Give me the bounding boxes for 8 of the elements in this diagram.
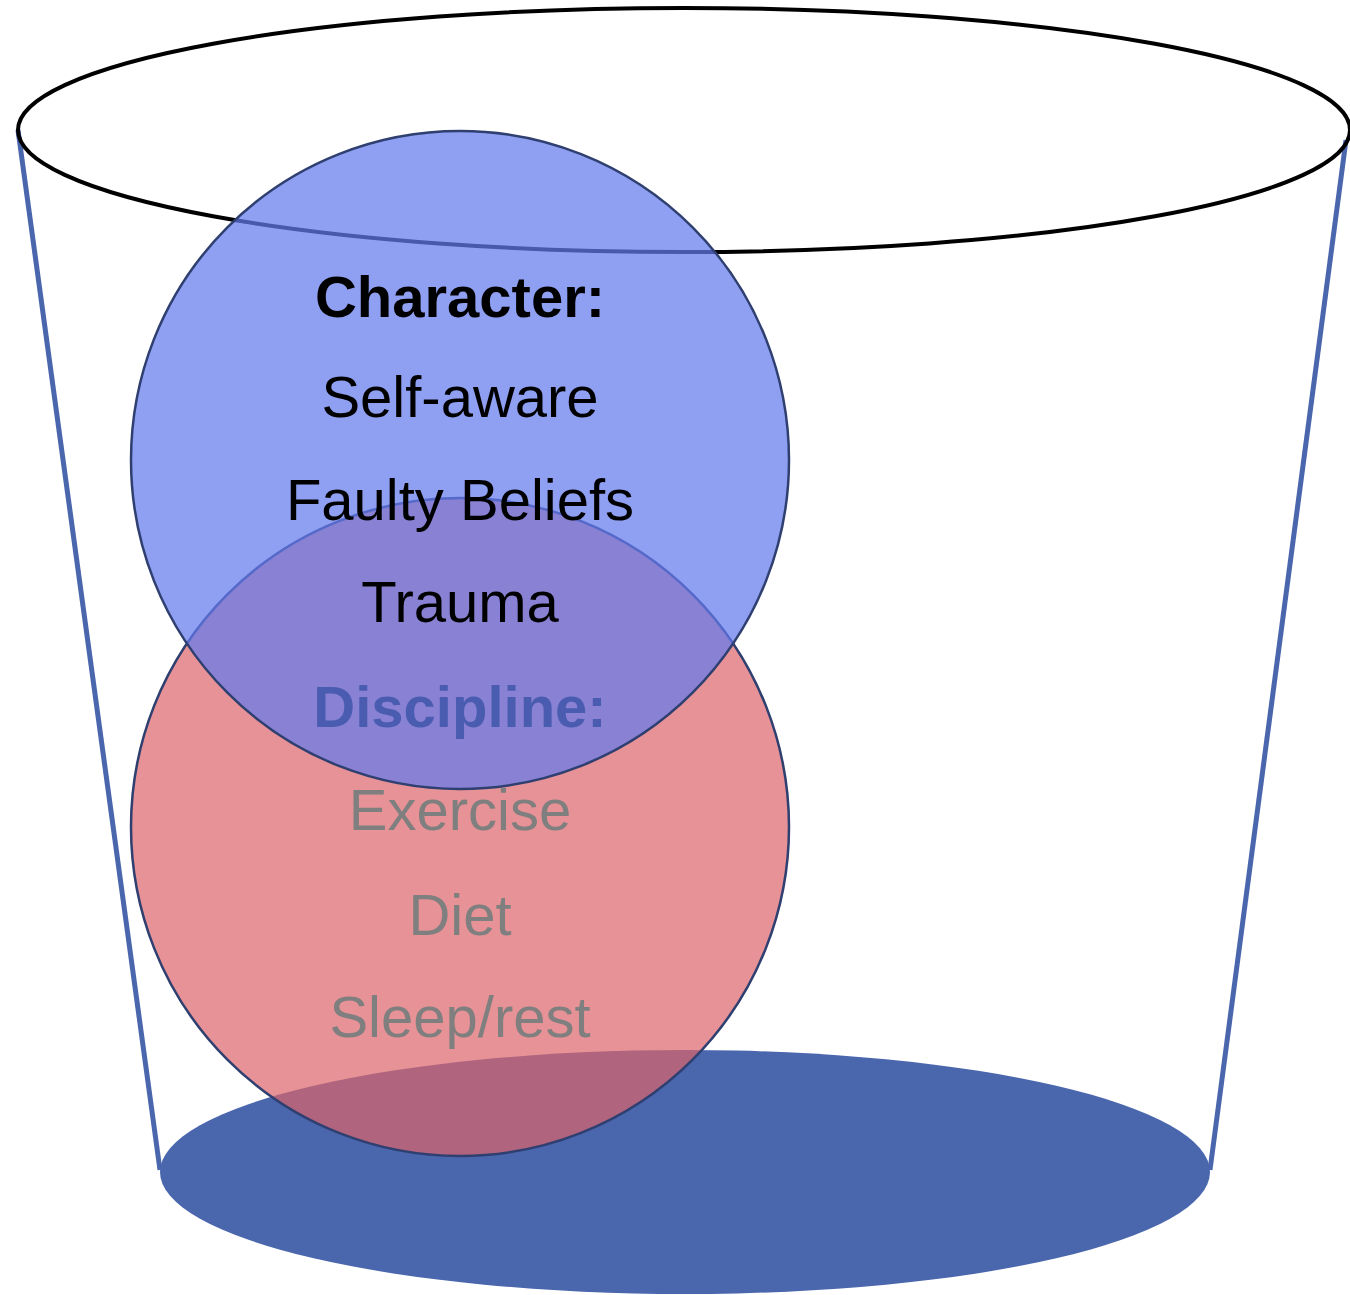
- list-item: Self-aware: [321, 363, 599, 431]
- list-item: Faulty Beliefs: [285, 466, 635, 534]
- list-item: Trauma: [361, 568, 559, 636]
- category-heading: Discipline:: [313, 673, 607, 741]
- list-item: Exercise: [348, 776, 572, 844]
- list-item: Sleep/rest: [329, 983, 591, 1051]
- category-heading: Character:: [314, 263, 606, 331]
- list-item: Diet: [408, 881, 512, 949]
